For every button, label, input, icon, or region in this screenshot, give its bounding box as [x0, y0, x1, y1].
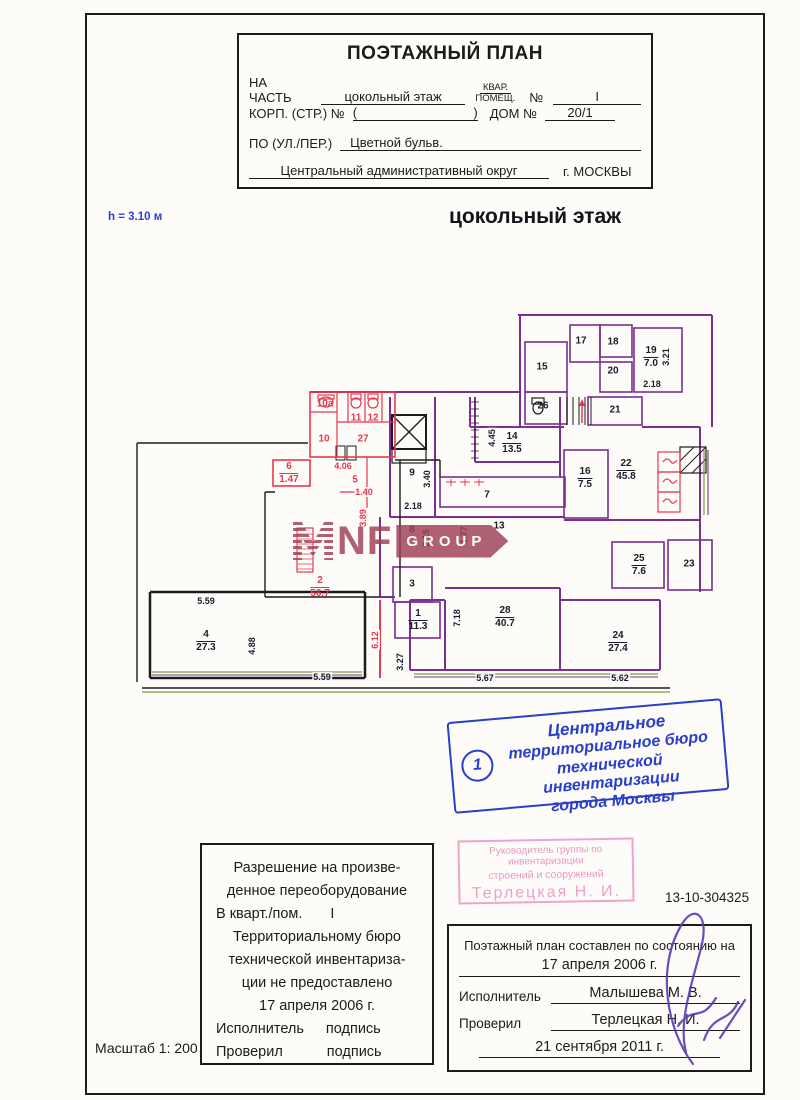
- kvart-pom-line: В кварт./пом.I: [216, 906, 335, 922]
- watermark-banner: GROUP: [396, 524, 509, 558]
- dimension-label: 5.59: [312, 672, 332, 682]
- issue-date: 21 сентября 2011 г.: [479, 1039, 720, 1058]
- floor-plan: 10а1112102761.475256.7983111.3427.32840.…: [130, 300, 715, 700]
- checker-row: Проверил Терлецкая Н. И.: [459, 1012, 740, 1031]
- dimension-label: 2.18: [403, 501, 423, 511]
- korp-value: ( ): [352, 105, 478, 121]
- korp-label: КОРП. (СТР.) №: [249, 106, 345, 121]
- dimension-label: 4.06: [333, 461, 353, 471]
- room-label: 7: [484, 489, 490, 501]
- okrug-value: Центральный административный округ: [249, 163, 549, 179]
- room-label: 12: [367, 412, 379, 424]
- number-label: №: [529, 90, 544, 105]
- pink-inspector-stamp: Руководитель группы по инвентаризации ст…: [457, 837, 635, 905]
- executor-row: Исполнитель Малышева М. В.: [459, 985, 740, 1004]
- dimension-label: 1.40: [354, 487, 374, 497]
- dimension-label: 3.27: [395, 652, 405, 672]
- dom-value: 20/1: [545, 105, 616, 121]
- executor-name: Малышева М. В.: [551, 985, 740, 1004]
- header-box: ПОЭТАЖНЫЙ ПЛАН НА ЧАСТЬ цокольный этаж К…: [237, 33, 653, 189]
- dimension-label: 7.18: [452, 608, 462, 628]
- room-label: 20: [607, 365, 619, 377]
- signature-box: Поэтажный план составлен по состоянию на…: [447, 912, 752, 1072]
- street-label: ПО (УЛ./ПЕР.): [249, 136, 333, 151]
- dimension-label: 6.12: [370, 630, 380, 650]
- nf-logo-icon: [293, 522, 333, 560]
- room-label: 23: [683, 558, 695, 570]
- checker-name: Терлецкая Н. И.: [551, 1012, 740, 1031]
- room-label: 17: [575, 335, 587, 347]
- ceiling-height-note: h = 3.10 м: [108, 211, 163, 223]
- room-label: 11: [350, 412, 362, 424]
- kvar-pomesh-label: КВАР. ПОМЕЩ.: [475, 82, 516, 105]
- dimension-label: 3.40: [422, 469, 432, 489]
- dimension-label: 3.21: [661, 347, 671, 367]
- room-label: 13: [493, 520, 505, 532]
- room-label: 3: [409, 578, 415, 590]
- room-label: 26: [537, 400, 549, 412]
- floor-title: цокольный этаж: [448, 205, 622, 228]
- dimension-label: 5.62: [610, 673, 630, 683]
- dom-label: ДОМ №: [489, 106, 538, 121]
- street-value: Цветной бульв.: [340, 135, 641, 151]
- room-label: 9: [409, 467, 415, 479]
- room-label: 10: [318, 433, 330, 445]
- room-label: 15: [536, 361, 548, 373]
- dimension-label: 5.59: [196, 596, 216, 606]
- room-label: 5: [352, 474, 358, 486]
- na-chast-label: НА ЧАСТЬ: [249, 75, 292, 105]
- watermark-letters: NF: [337, 519, 393, 563]
- number-value: I: [553, 89, 641, 105]
- as-of-date: 17 апреля 2006 г.: [459, 957, 740, 977]
- permission-box: Разрешение на произве- денное переоборуд…: [200, 843, 434, 1065]
- room-label: 10а: [316, 398, 334, 410]
- na-chast-value: цокольный этаж: [320, 89, 466, 105]
- dimension-label: 4.88: [247, 636, 257, 656]
- scale-note: Масштаб 1: 200: [95, 1040, 198, 1056]
- document-title: ПОЭТАЖНЫЙ ПЛАН: [347, 43, 543, 64]
- dimension-label: 2.18: [642, 379, 662, 389]
- page-border-frame: [85, 13, 765, 1095]
- document-number: 13-10-304325: [665, 890, 750, 905]
- stamp-number: 1: [460, 748, 495, 784]
- room-label: 27: [357, 433, 369, 445]
- room-label: 21: [609, 404, 621, 416]
- city-value: г. МОСКВЫ: [563, 164, 632, 179]
- dimension-label: 5.67: [475, 673, 495, 683]
- nf-group-watermark: NF GROUP: [293, 519, 509, 563]
- room-label: 18: [607, 336, 619, 348]
- dimension-label: 4.45: [487, 428, 497, 448]
